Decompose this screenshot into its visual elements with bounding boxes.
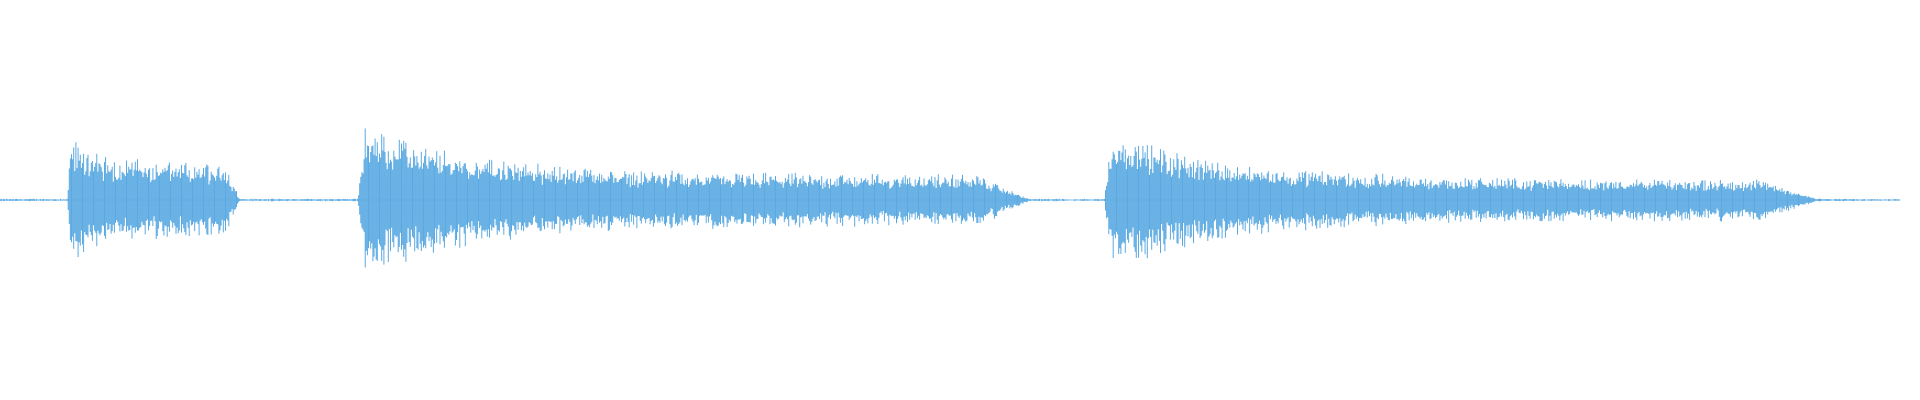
waveform-signal xyxy=(0,128,1901,268)
